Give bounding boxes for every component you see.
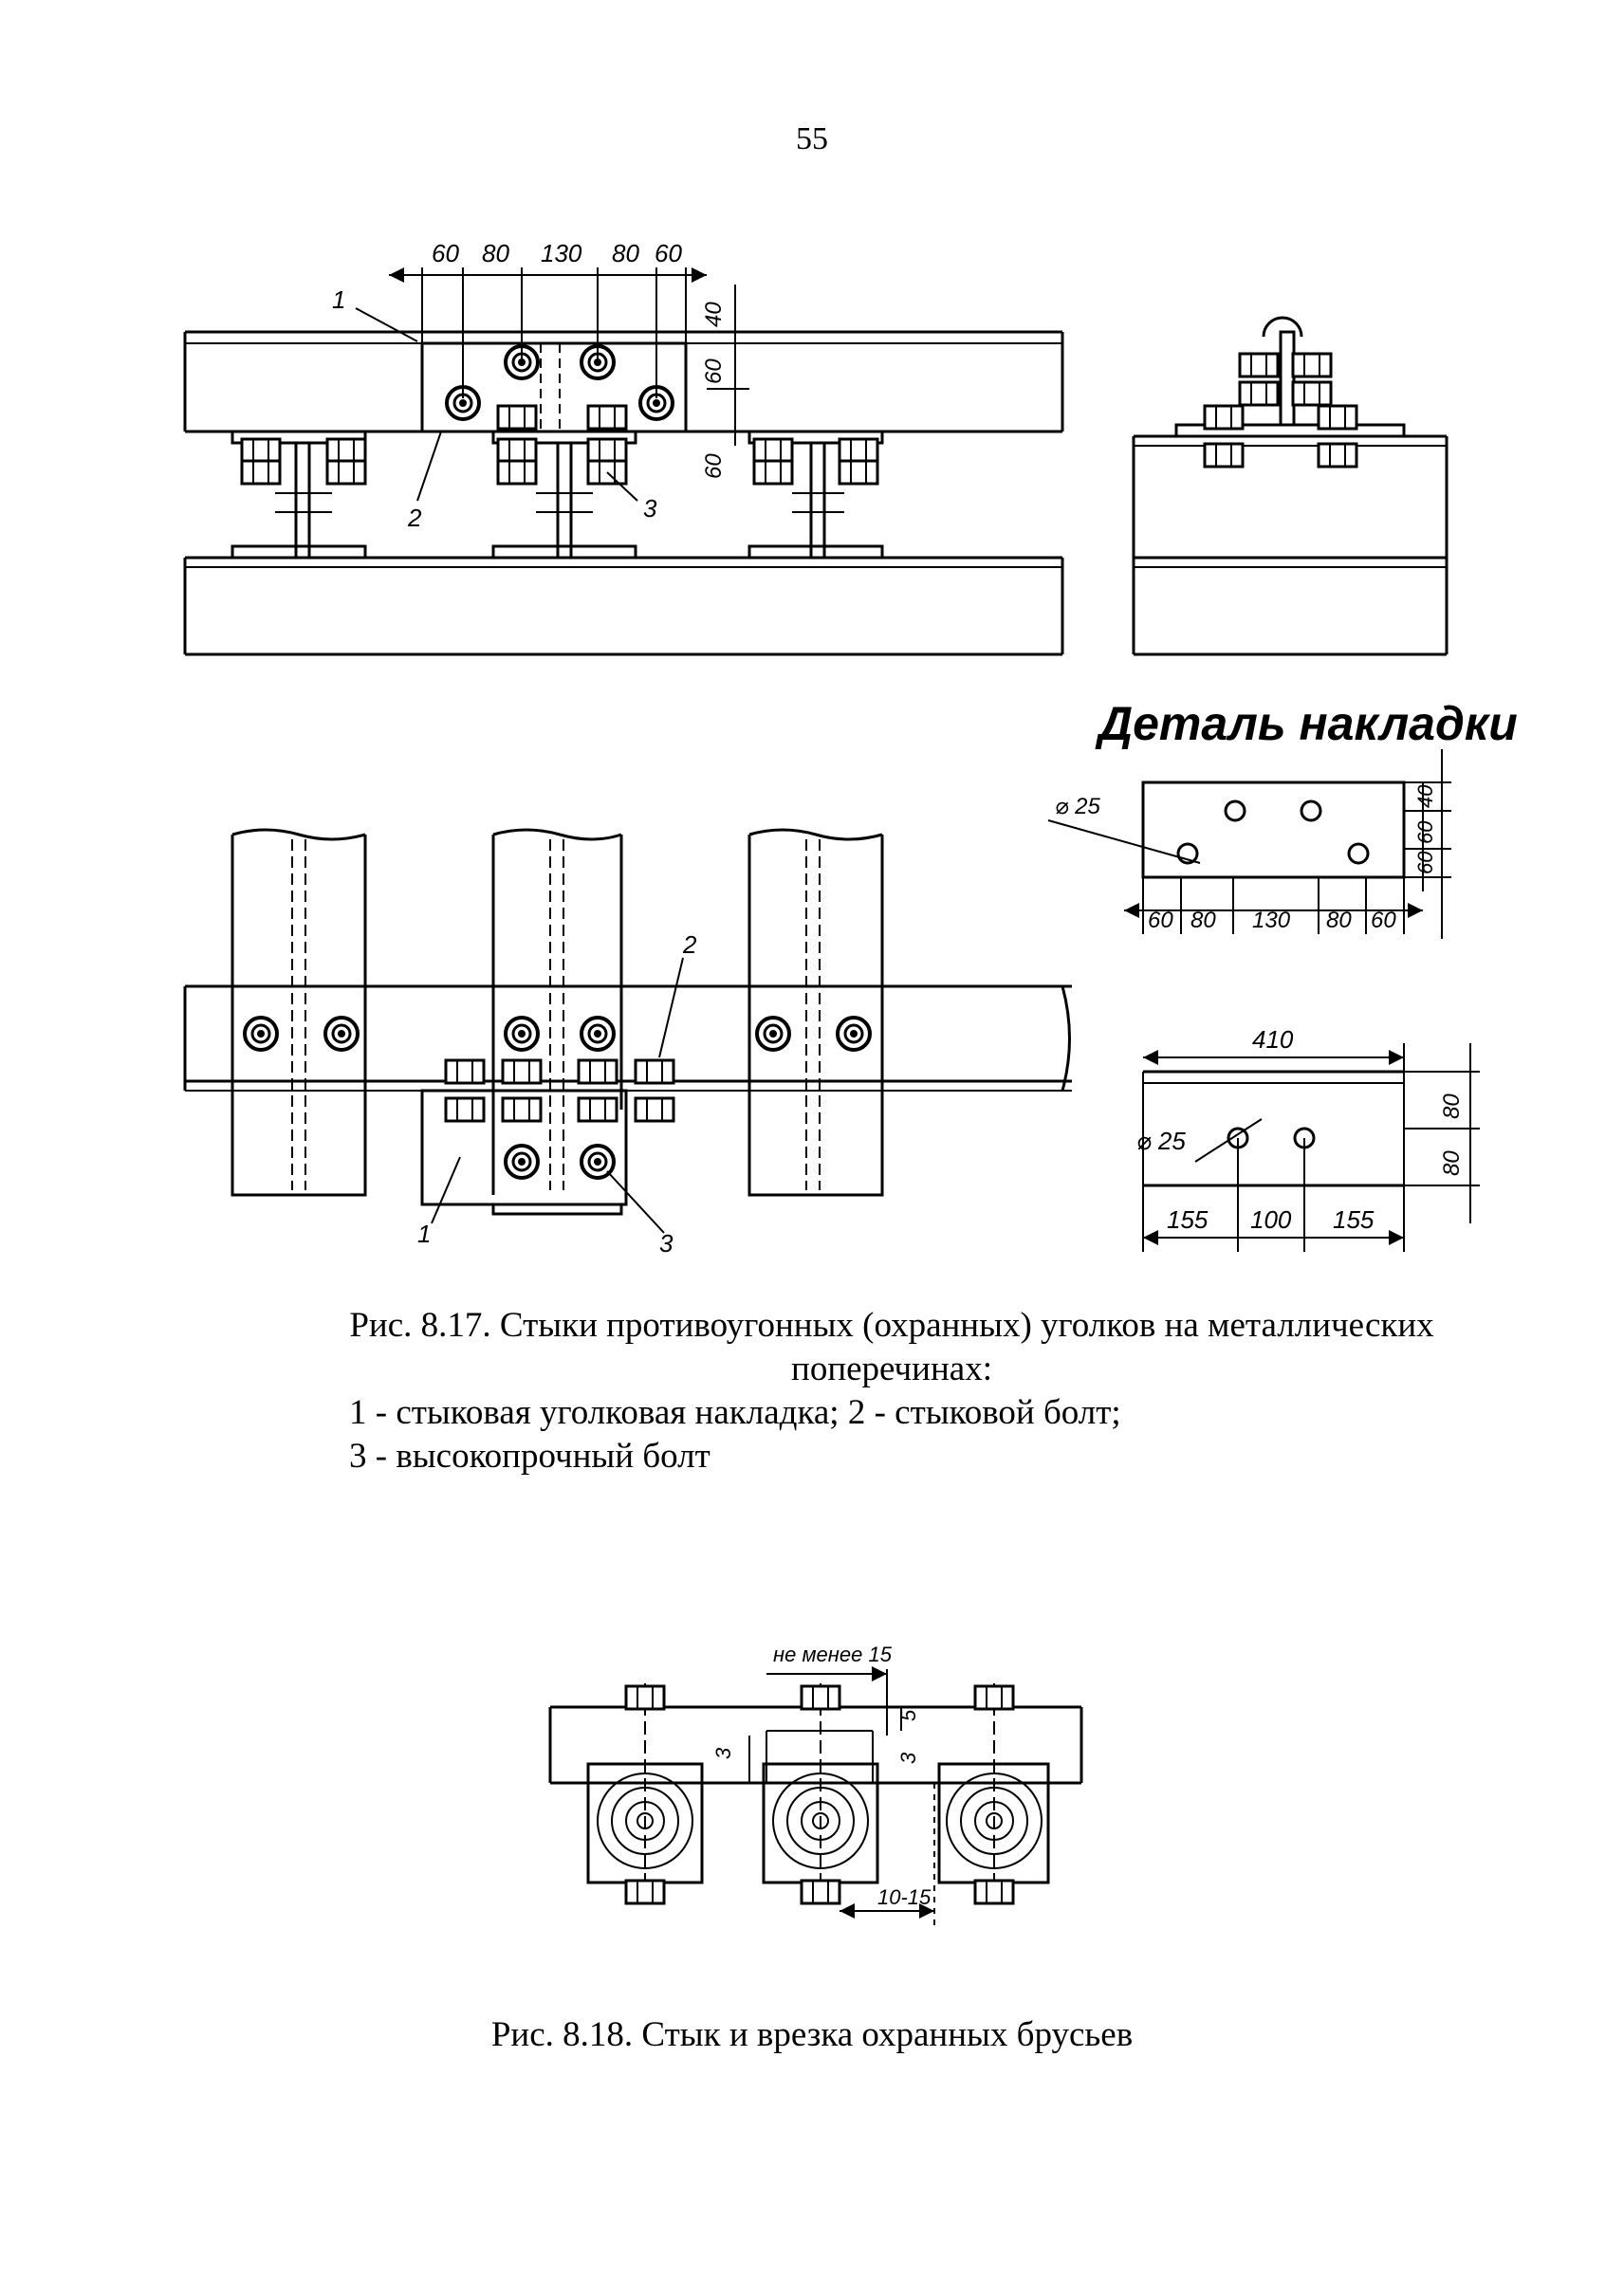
- top-dim-2: 80: [482, 239, 509, 267]
- vert-dim-2: 60: [701, 358, 727, 384]
- fig818-dim-5: 5: [896, 1709, 920, 1721]
- fig818-dim-left: 3: [711, 1747, 735, 1759]
- figure-8-17-caption-title: Рис. 8.17. Стыки противоугонных (охранны…: [349, 1306, 1434, 1388]
- elevation-nuts: [240, 404, 879, 486]
- detail-vdim-3: 60: [1413, 851, 1437, 874]
- top-dim-3: 130: [541, 239, 582, 267]
- fig818-top-label: не менее 15: [773, 1643, 893, 1666]
- plan-callouts: 2 1 3: [417, 930, 697, 1258]
- plan-callout-1: 1: [417, 1220, 431, 1248]
- plate2-hole-label: ⌀ 25: [1136, 1127, 1186, 1155]
- callouts: 1 2 3: [332, 285, 657, 532]
- plate2-detail: [1142, 1043, 1480, 1252]
- vert-dim-3: 60: [701, 453, 727, 479]
- fig818-dim-3: 3: [896, 1752, 920, 1764]
- plate2-dim-1: 155: [1167, 1205, 1209, 1234]
- plan-leaders: [431, 957, 684, 1234]
- plan-view: [183, 828, 1072, 1216]
- top-dim-1: 60: [432, 239, 459, 267]
- vert-dim-labels: 40 60 60: [701, 302, 727, 479]
- detail-title: Деталь накладки: [1095, 697, 1518, 750]
- top-dimension-line: [389, 267, 749, 446]
- top-dim-4: 80: [612, 239, 639, 267]
- detail-dim-5: 60: [1371, 908, 1396, 933]
- elevation-view: [183, 330, 1064, 656]
- figure-8-17-legend-line-2: 3 - высокопрочный болт: [349, 1437, 710, 1476]
- top-dim-labels: 60 80 130 80 60: [432, 239, 682, 267]
- plan-bolts: [243, 1016, 872, 1180]
- figure-8-17-legend-line-1: 1 - стыковая уголковая накладка; 2 - сты…: [349, 1393, 1121, 1432]
- callout-3: 3: [643, 494, 657, 523]
- detail-plate: [1047, 749, 1451, 939]
- detail-hole-label: ⌀ 25: [1055, 794, 1100, 819]
- plate2-vdim-2: 80: [1439, 1150, 1465, 1176]
- cross-section-view: [1132, 316, 1449, 656]
- plate2-vdim-1: 80: [1439, 1093, 1465, 1119]
- callout-1: 1: [332, 285, 345, 314]
- vert-dim-1: 40: [701, 302, 727, 327]
- plate2-bottom-dims: 155 100 155: [1167, 1205, 1375, 1234]
- fig818-dim-10-15: 10-15: [877, 1885, 932, 1909]
- detail-dim-2: 80: [1190, 908, 1216, 933]
- plate2-vert-dims: 80 80: [1439, 1093, 1465, 1176]
- detail-dim-1: 60: [1148, 908, 1173, 933]
- detail-vdim-1: 40: [1413, 784, 1437, 808]
- top-dim-5: 60: [655, 239, 682, 267]
- plate2-width: 410: [1252, 1025, 1294, 1054]
- detail-dim-3: 130: [1252, 908, 1291, 933]
- detail-vdim-2: 60: [1413, 820, 1437, 844]
- callout-2: 2: [407, 504, 422, 532]
- detail-vert-dims: 40 60 60: [1413, 784, 1437, 874]
- detail-bottom-dims: 60 80 130 80 60: [1148, 908, 1396, 933]
- figure-8-18-caption: Рис. 8.18. Стык и врезка охранных брусье…: [490, 2015, 1134, 2054]
- plate2-dim-2: 100: [1250, 1205, 1292, 1234]
- plan-callout-2: 2: [682, 930, 697, 959]
- fig818-dims: 3 5 3 10-15: [711, 1709, 932, 1909]
- detail-dim-4: 80: [1326, 908, 1352, 933]
- callout-leaders: [355, 307, 638, 502]
- plate2-dim-3: 155: [1333, 1205, 1375, 1234]
- plan-callout-3: 3: [659, 1229, 674, 1258]
- page-number: 55: [796, 121, 828, 156]
